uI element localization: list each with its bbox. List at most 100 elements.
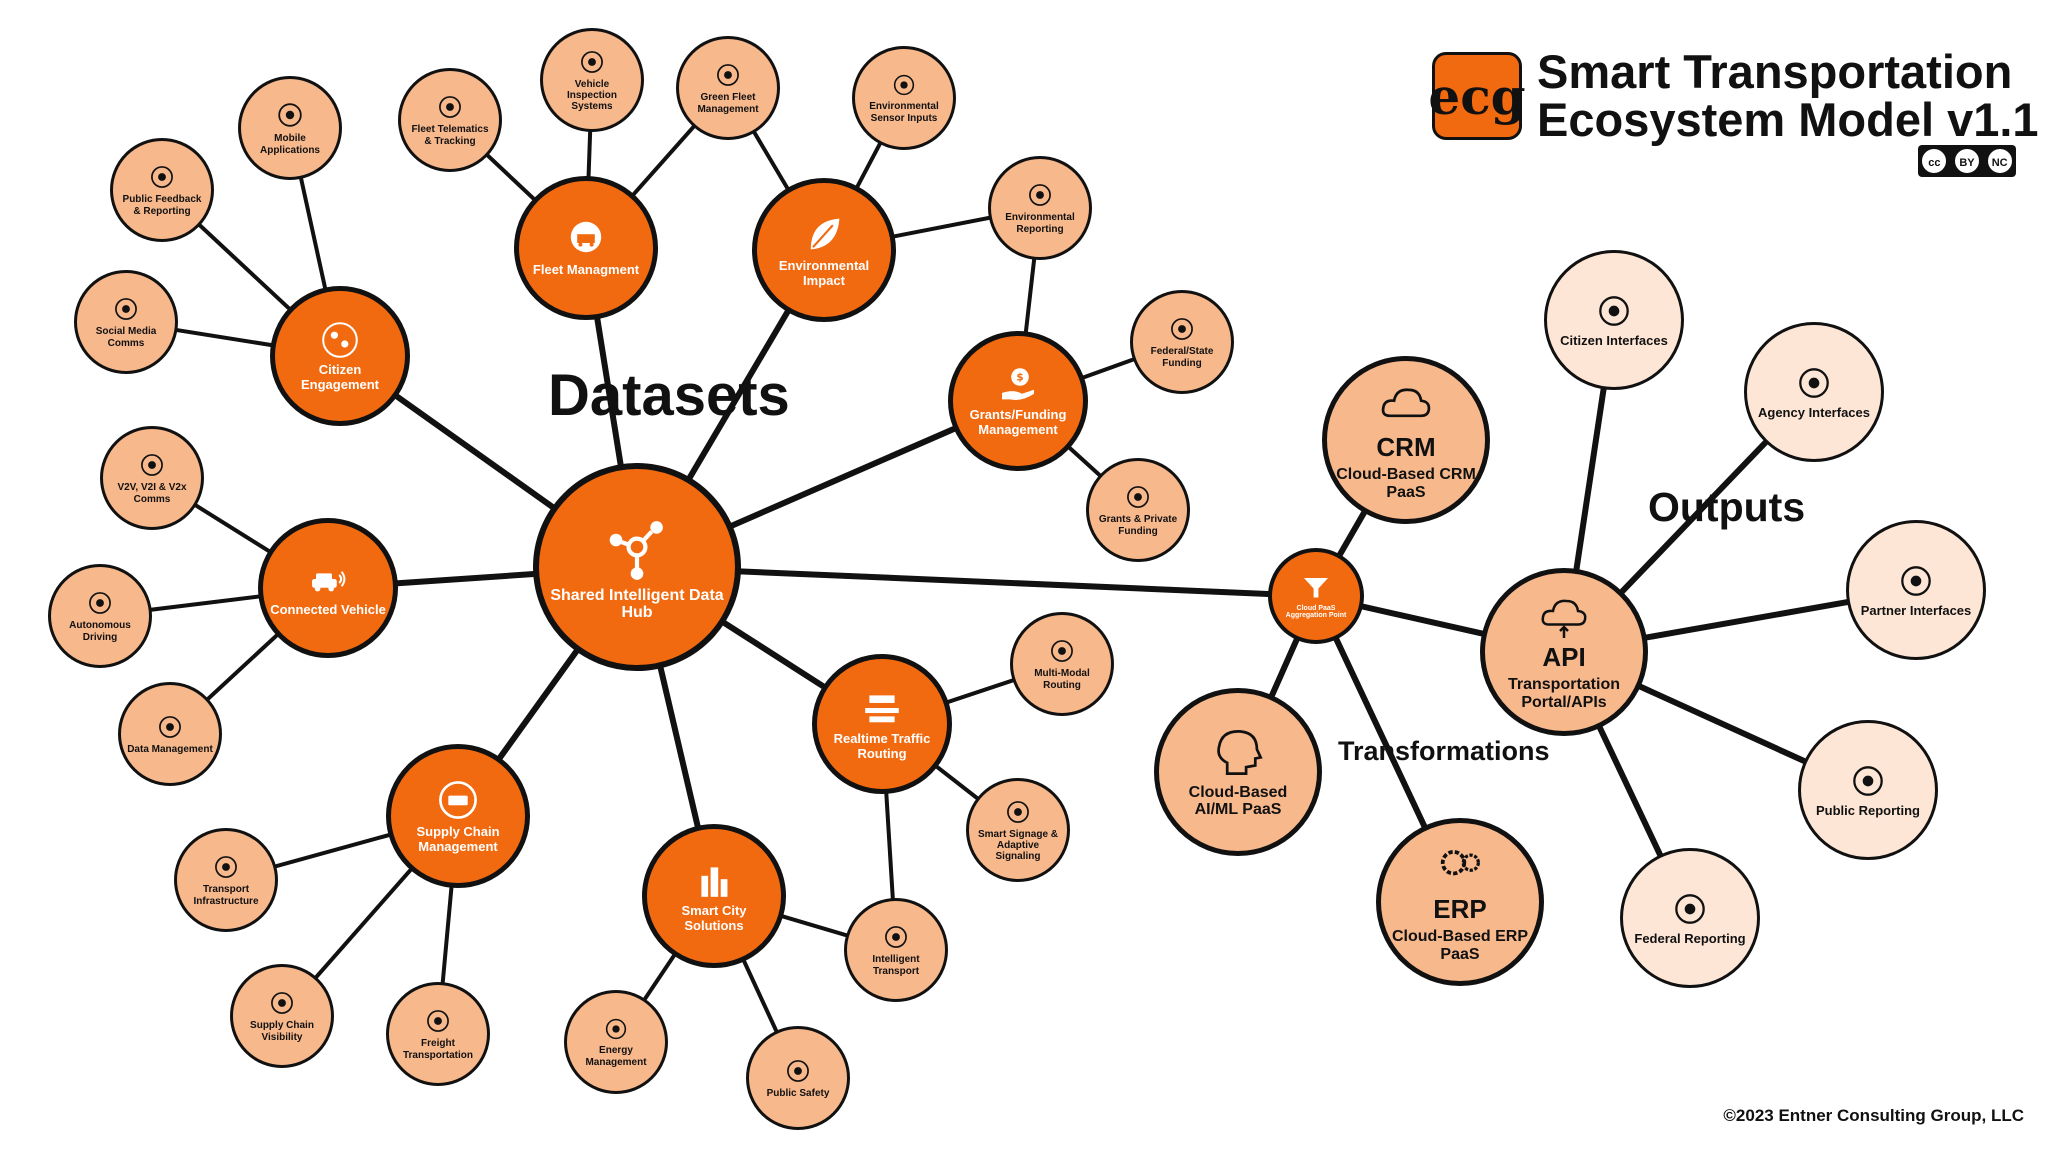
node-label: Cloud-Based ERP PaaS	[1391, 928, 1528, 963]
node-public-feedback: Public Feedback & Reporting	[110, 138, 214, 242]
freight-truck-icon	[424, 1007, 452, 1038]
cc-license-badge: cc BY NC	[1918, 145, 2016, 177]
van-cycle-icon	[436, 778, 480, 826]
node-label: Public Feedback & Reporting	[122, 194, 202, 217]
phone-icon	[275, 100, 305, 133]
node-label: Supply Chain Visibility	[250, 1020, 314, 1043]
node-citizen: Citizen Engagement	[270, 286, 410, 426]
node-label: Partner Interfaces	[1860, 602, 1972, 618]
car-pins-icon	[882, 923, 910, 954]
ecg-logo: ecg	[1428, 52, 1526, 140]
node-fleet-telematics: Fleet Telematics & Tracking	[398, 68, 502, 172]
node-multimodal: Multi-Modal Routing	[1010, 612, 1114, 716]
truck-icon	[566, 219, 606, 263]
node-green-fleet: Green Fleet Management	[676, 36, 780, 140]
capitol-icon	[1671, 890, 1709, 932]
title-line-1: Smart Transportation	[1537, 45, 2013, 98]
copyright: ©2023 Entner Consulting Group, LLC	[1723, 1106, 2024, 1125]
node-label: Multi-Modal Routing	[1034, 668, 1090, 691]
node-label: V2V, V2I & V2x Comms	[117, 482, 187, 505]
node-badge: API	[1542, 641, 1586, 672]
node-label: Citizen Engagement	[300, 362, 379, 392]
brain-head-icon	[1211, 725, 1265, 784]
node-label: Smart Signage & Adaptive Signaling	[977, 828, 1059, 863]
co2-badge-icon	[1026, 181, 1054, 212]
page-title: Smart Transportation Ecosystem Model v1.…	[1537, 48, 2039, 144]
people-icon	[320, 320, 360, 364]
node-autonomous: Autonomous Driving	[48, 564, 152, 668]
api-cloud-icon	[1539, 592, 1589, 647]
node-supply-visibility: Supply Chain Visibility	[230, 964, 334, 1068]
node-label: Intelligent Transport	[872, 954, 920, 977]
node-smart-signage: Smart Signage & Adaptive Signaling	[966, 778, 1070, 882]
title-line-2: Ecosystem Model v1.1	[1537, 93, 2039, 146]
node-label: Supply Chain Management	[416, 824, 500, 854]
city-icon	[693, 859, 735, 905]
map-chart-icon	[268, 989, 296, 1020]
node-label: Federal Reporting	[1634, 930, 1746, 946]
node-label: Realtime Traffic Routing	[833, 731, 931, 761]
node-supply: Supply Chain Management	[386, 744, 530, 888]
hands-people-icon	[784, 1057, 812, 1088]
node-transport-infra: Transport Infrastructure	[174, 828, 278, 932]
handshake-icon	[1897, 562, 1935, 604]
nc-icon: NC	[1987, 149, 2012, 173]
node-label: Environmental Sensor Inputs	[869, 101, 939, 124]
lab-building-icon	[1124, 483, 1152, 514]
node-label: Environmental Reporting	[1005, 212, 1075, 235]
eco-car-icon	[714, 61, 742, 92]
hand-dollar-icon: $	[998, 365, 1038, 409]
node-portal: API Transportation Portal/APIs	[1480, 568, 1648, 736]
node-label: Transportation Portal/APIs	[1507, 676, 1620, 711]
multimodal-icon	[1048, 637, 1076, 668]
node-private-funding: Grants & Private Funding	[1086, 458, 1190, 562]
section-transformations: Transformations	[1338, 736, 1550, 766]
funnel-icon	[1301, 572, 1331, 605]
node-federal-funding: Federal/State Funding	[1130, 290, 1234, 394]
report-chart-icon	[1849, 762, 1887, 804]
node-label: Mobile Applications	[259, 133, 320, 156]
node-label: Citizen Interfaces	[1560, 332, 1668, 348]
node-label: Public Reporting	[1816, 802, 1920, 818]
node-freight: Freight Transportation	[386, 982, 490, 1086]
node-intelligent-transport: Intelligent Transport	[844, 898, 948, 1002]
node-label: Vehicle Inspection Systems	[566, 78, 617, 113]
node-label: Federal/State Funding	[1150, 346, 1214, 369]
node-citizen-interfaces: Citizen Interfaces	[1544, 250, 1684, 390]
node-env-reporting: Environmental Reporting	[988, 156, 1092, 260]
node-environmental: Environmental Impact	[752, 178, 896, 322]
node-federal-reporting: Federal Reporting	[1620, 848, 1760, 988]
bulb-icon	[603, 1016, 629, 1045]
node-social-media: Social Media Comms	[74, 270, 178, 374]
node-energy: Energy Management	[564, 990, 668, 1094]
node-aggregation: Cloud PaaS Aggregation Point	[1268, 548, 1364, 644]
node-grants: $Grants/Funding Management	[948, 331, 1088, 471]
node-label: Shared Intelligent Data Hub	[550, 586, 724, 622]
traffic-icon	[861, 687, 903, 733]
node-label: Public Safety	[766, 1088, 830, 1099]
co2-cloud-icon	[891, 72, 917, 101]
truck-gauge-icon	[578, 48, 606, 79]
by-icon: BY	[1954, 149, 1979, 173]
building-people-icon	[1795, 364, 1833, 406]
node-label: Green Fleet Management	[697, 92, 759, 115]
node-partner-interfaces: Partner Interfaces	[1846, 520, 1986, 660]
node-data-mgmt: Data Management	[118, 682, 222, 786]
node-public-reporting: Public Reporting	[1798, 720, 1938, 860]
section-outputs: Outputs	[1648, 484, 1806, 530]
cc-icon: cc	[1922, 149, 1947, 173]
leaf-icon	[802, 212, 846, 260]
crm-cloud-icon	[1379, 378, 1433, 437]
node-smartcity: Smart City Solutions	[642, 824, 786, 968]
car-wifi-icon	[86, 589, 114, 620]
node-label: Social Media Comms	[95, 326, 157, 349]
eagle-seal-icon	[1168, 315, 1196, 346]
node-label: Energy Management	[585, 1045, 647, 1068]
node-label: Fleet Telematics & Tracking	[411, 124, 489, 147]
node-hub: Shared Intelligent Data Hub	[533, 463, 741, 671]
car-lock-icon	[156, 713, 184, 744]
v2x-icon	[138, 451, 166, 482]
network-icon	[602, 512, 672, 587]
node-label: Connected Vehicle	[270, 601, 386, 617]
